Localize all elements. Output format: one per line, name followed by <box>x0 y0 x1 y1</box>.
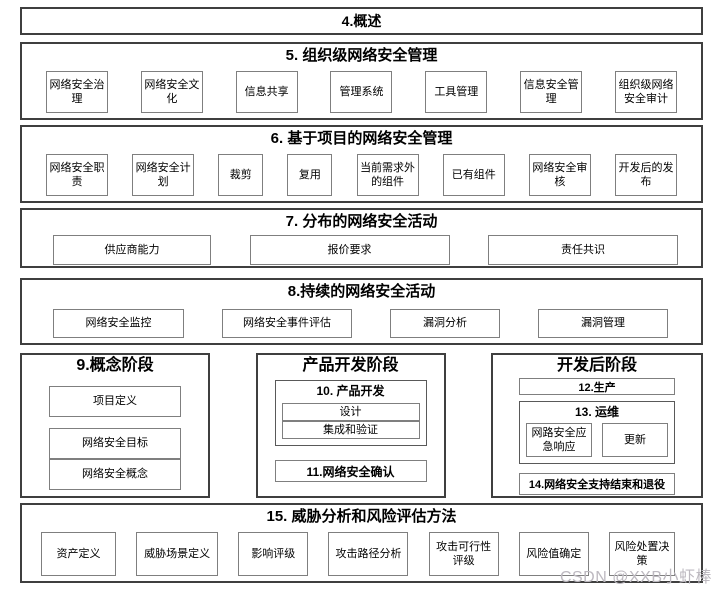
item-box: 供应商能力 <box>53 235 211 265</box>
item-box: 网络安全目标 <box>49 428 181 459</box>
group-items-row: 网路安全应急响应 更新 <box>526 423 668 457</box>
phase-columns-row: 9.概念阶段 项目定义 网络安全目标 网络安全概念 产品开发阶段 10. 产品开… <box>20 353 703 498</box>
column-post-development-phase: 开发后阶段 12.生产 13. 运维 网路安全应急响应 更新 14.网络安全支持… <box>491 353 703 498</box>
section-distributed-cybersecurity-activities: 7. 分布的网络安全活动 供应商能力 报价要求 责任共识 <box>20 208 703 268</box>
section-items-row: 供应商能力 报价要求 责任共识 <box>22 235 701 265</box>
column-title: 开发后阶段 <box>556 357 637 374</box>
group-title: 10. 产品开发 <box>316 384 385 398</box>
section-organizational-cybersecurity-management: 5. 组织级网络安全管理 网络安全治理 网络安全文化 信息共享 管理系统 工具管… <box>20 42 703 120</box>
section-title: 15. 威胁分析和风险评估方法 <box>266 508 457 525</box>
section-items-row: 资产定义 威胁场景定义 影响评级 攻击路径分析 攻击可行性评级 风险值确定 风险… <box>22 532 701 576</box>
section-title: 8.持续的网络安全活动 <box>287 283 436 300</box>
item-box: 资产定义 <box>41 532 116 576</box>
item-box: 开发后的发布 <box>614 154 677 196</box>
item-box: 报价要求 <box>249 235 450 265</box>
item-box: 工具管理 <box>425 71 488 113</box>
item-box: 网络安全计划 <box>132 154 195 196</box>
group-operations-maintenance: 13. 运维 网路安全应急响应 更新 <box>519 401 675 464</box>
column-title: 产品开发阶段 <box>302 357 399 374</box>
item-box: 攻击路径分析 <box>328 532 409 576</box>
section-overview: 4.概述 <box>20 7 703 35</box>
item-box: 项目定义 <box>49 386 181 417</box>
section-items-row: 网络安全职责 网络安全计划 裁剪 复用 当前需求外的组件 已有组件 网络安全审核… <box>22 154 701 196</box>
item-box: 网络安全审核 <box>528 154 591 196</box>
item-box: 网路安全应急响应 <box>526 423 592 457</box>
item-box: 集成和验证 <box>281 421 420 439</box>
group-title: 13. 运维 <box>574 405 620 419</box>
box-end-of-support-decommissioning: 14.网络安全支持结束和退役 <box>519 473 675 495</box>
item-box: 网络安全监控 <box>53 309 184 338</box>
column-concept-phase: 9.概念阶段 项目定义 网络安全目标 网络安全概念 <box>20 353 210 498</box>
column-title: 9.概念阶段 <box>76 357 154 374</box>
item-box: 威胁场景定义 <box>136 532 219 576</box>
item-box: 信息安全管理 <box>520 71 583 113</box>
item-box: 攻击可行性评级 <box>428 532 499 576</box>
box-production: 12.生产 <box>519 378 675 395</box>
item-box: 裁剪 <box>218 154 264 196</box>
item-box: 网络安全职责 <box>46 154 108 196</box>
item-box: 风险处置决策 <box>608 532 675 576</box>
item-box: 网络安全治理 <box>46 71 108 113</box>
item-box: 影响评级 <box>238 532 309 576</box>
item-box: 当前需求外的组件 <box>356 154 419 196</box>
section-continuous-cybersecurity-activities: 8.持续的网络安全活动 网络安全监控 网络安全事件评估 漏洞分析 漏洞管理 <box>20 278 703 345</box>
section-tara-methods: 15. 威胁分析和风险评估方法 资产定义 威胁场景定义 影响评级 攻击路径分析 … <box>20 503 703 583</box>
item-box: 更新 <box>602 423 668 457</box>
item-box: 网络安全文化 <box>140 71 203 113</box>
item-box: 设计 <box>281 403 420 421</box>
column-product-development-phase: 产品开发阶段 10. 产品开发 设计 集成和验证 11.网络安全确认 <box>255 353 446 498</box>
csdn-watermark: CSDN @XXB小虾棒 <box>559 569 712 586</box>
item-box: 管理系统 <box>330 71 393 113</box>
section-title: 5. 组织级网络安全管理 <box>285 47 438 64</box>
box-cybersecurity-validation: 11.网络安全确认 <box>274 460 427 482</box>
item-box: 漏洞分析 <box>390 309 500 338</box>
item-box: 网络安全概念 <box>49 459 181 490</box>
section-items-row: 网络安全监控 网络安全事件评估 漏洞分析 漏洞管理 <box>22 309 701 338</box>
item-box: 责任共识 <box>488 235 678 265</box>
section-overview-title: 4.概述 <box>341 12 382 29</box>
group-product-development: 10. 产品开发 设计 集成和验证 <box>274 380 427 446</box>
section-title: 7. 分布的网络安全活动 <box>285 213 438 230</box>
section-title: 6. 基于项目的网络安全管理 <box>270 130 453 147</box>
item-box: 组织级网络安全审计 <box>614 71 677 113</box>
item-box: 复用 <box>287 154 333 196</box>
section-items-row: 网络安全治理 网络安全文化 信息共享 管理系统 工具管理 信息安全管理 组织级网… <box>22 71 701 113</box>
item-box: 风险值确定 <box>518 532 589 576</box>
item-box: 网络安全事件评估 <box>222 309 352 338</box>
item-box: 漏洞管理 <box>538 309 668 338</box>
item-box: 已有组件 <box>442 154 505 196</box>
item-box: 信息共享 <box>235 71 298 113</box>
section-project-cybersecurity-management: 6. 基于项目的网络安全管理 网络安全职责 网络安全计划 裁剪 复用 当前需求外… <box>20 125 703 203</box>
